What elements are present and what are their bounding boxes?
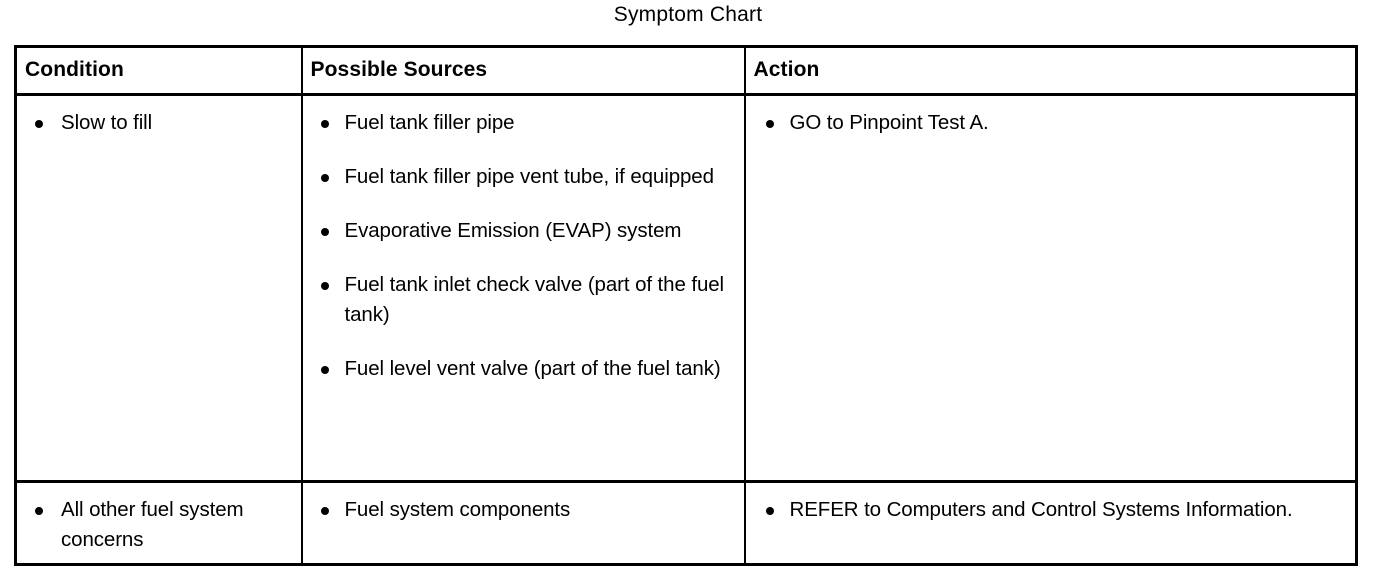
list-item: Slow to fill	[25, 108, 291, 138]
cell-condition: Slow to fill	[16, 95, 302, 482]
list-item: REFER to Computers and Control Systems I…	[754, 495, 1346, 525]
column-header-possible-sources: Possible Sources	[300, 46, 745, 96]
table-header-row: Condition Possible Sources Action	[15, 46, 1357, 96]
bullet-list-condition: All other fuel system concerns	[25, 495, 291, 555]
bullet-list-condition: Slow to fill	[25, 108, 291, 138]
list-item: All other fuel system concerns	[25, 495, 291, 555]
column-header-condition: Condition	[15, 46, 302, 96]
list-item: Evaporative Emission (EVAP) system	[311, 216, 734, 246]
cell-possible-sources: Fuel system components	[300, 480, 745, 565]
bullet-list-possible-sources: Fuel system components	[311, 495, 734, 525]
bullet-list-action: GO to Pinpoint Test A.	[754, 108, 1346, 138]
bullet-list-possible-sources: Fuel tank filler pipe Fuel tank filler p…	[311, 108, 734, 384]
cell-action: REFER to Computers and Control Systems I…	[743, 480, 1357, 565]
list-item: Fuel tank filler pipe	[311, 108, 734, 138]
list-item: Fuel tank filler pipe vent tube, if equi…	[311, 162, 734, 192]
list-item: Fuel system components	[311, 495, 734, 525]
cell-possible-sources: Fuel tank filler pipe Fuel tank filler p…	[300, 94, 745, 482]
list-item: Fuel level vent valve (part of the fuel …	[311, 354, 734, 384]
list-item: Fuel tank inlet check valve (part of the…	[311, 270, 734, 330]
column-header-action: Action	[743, 46, 1357, 96]
list-item: GO to Pinpoint Test A.	[754, 108, 1346, 138]
cell-condition: All other fuel system concerns	[15, 480, 302, 565]
bullet-list-action: REFER to Computers and Control Systems I…	[754, 495, 1346, 525]
table-row: All other fuel system concerns Fuel syst…	[15, 480, 1357, 565]
table-row: Slow to fill Fuel tank filler pipe Fuel …	[16, 94, 1357, 482]
page-title: Symptom Chart	[613, 3, 763, 26]
cell-action: GO to Pinpoint Test A.	[743, 94, 1357, 482]
symptom-table: Condition Possible Sources Action Slow t…	[14, 45, 1358, 566]
